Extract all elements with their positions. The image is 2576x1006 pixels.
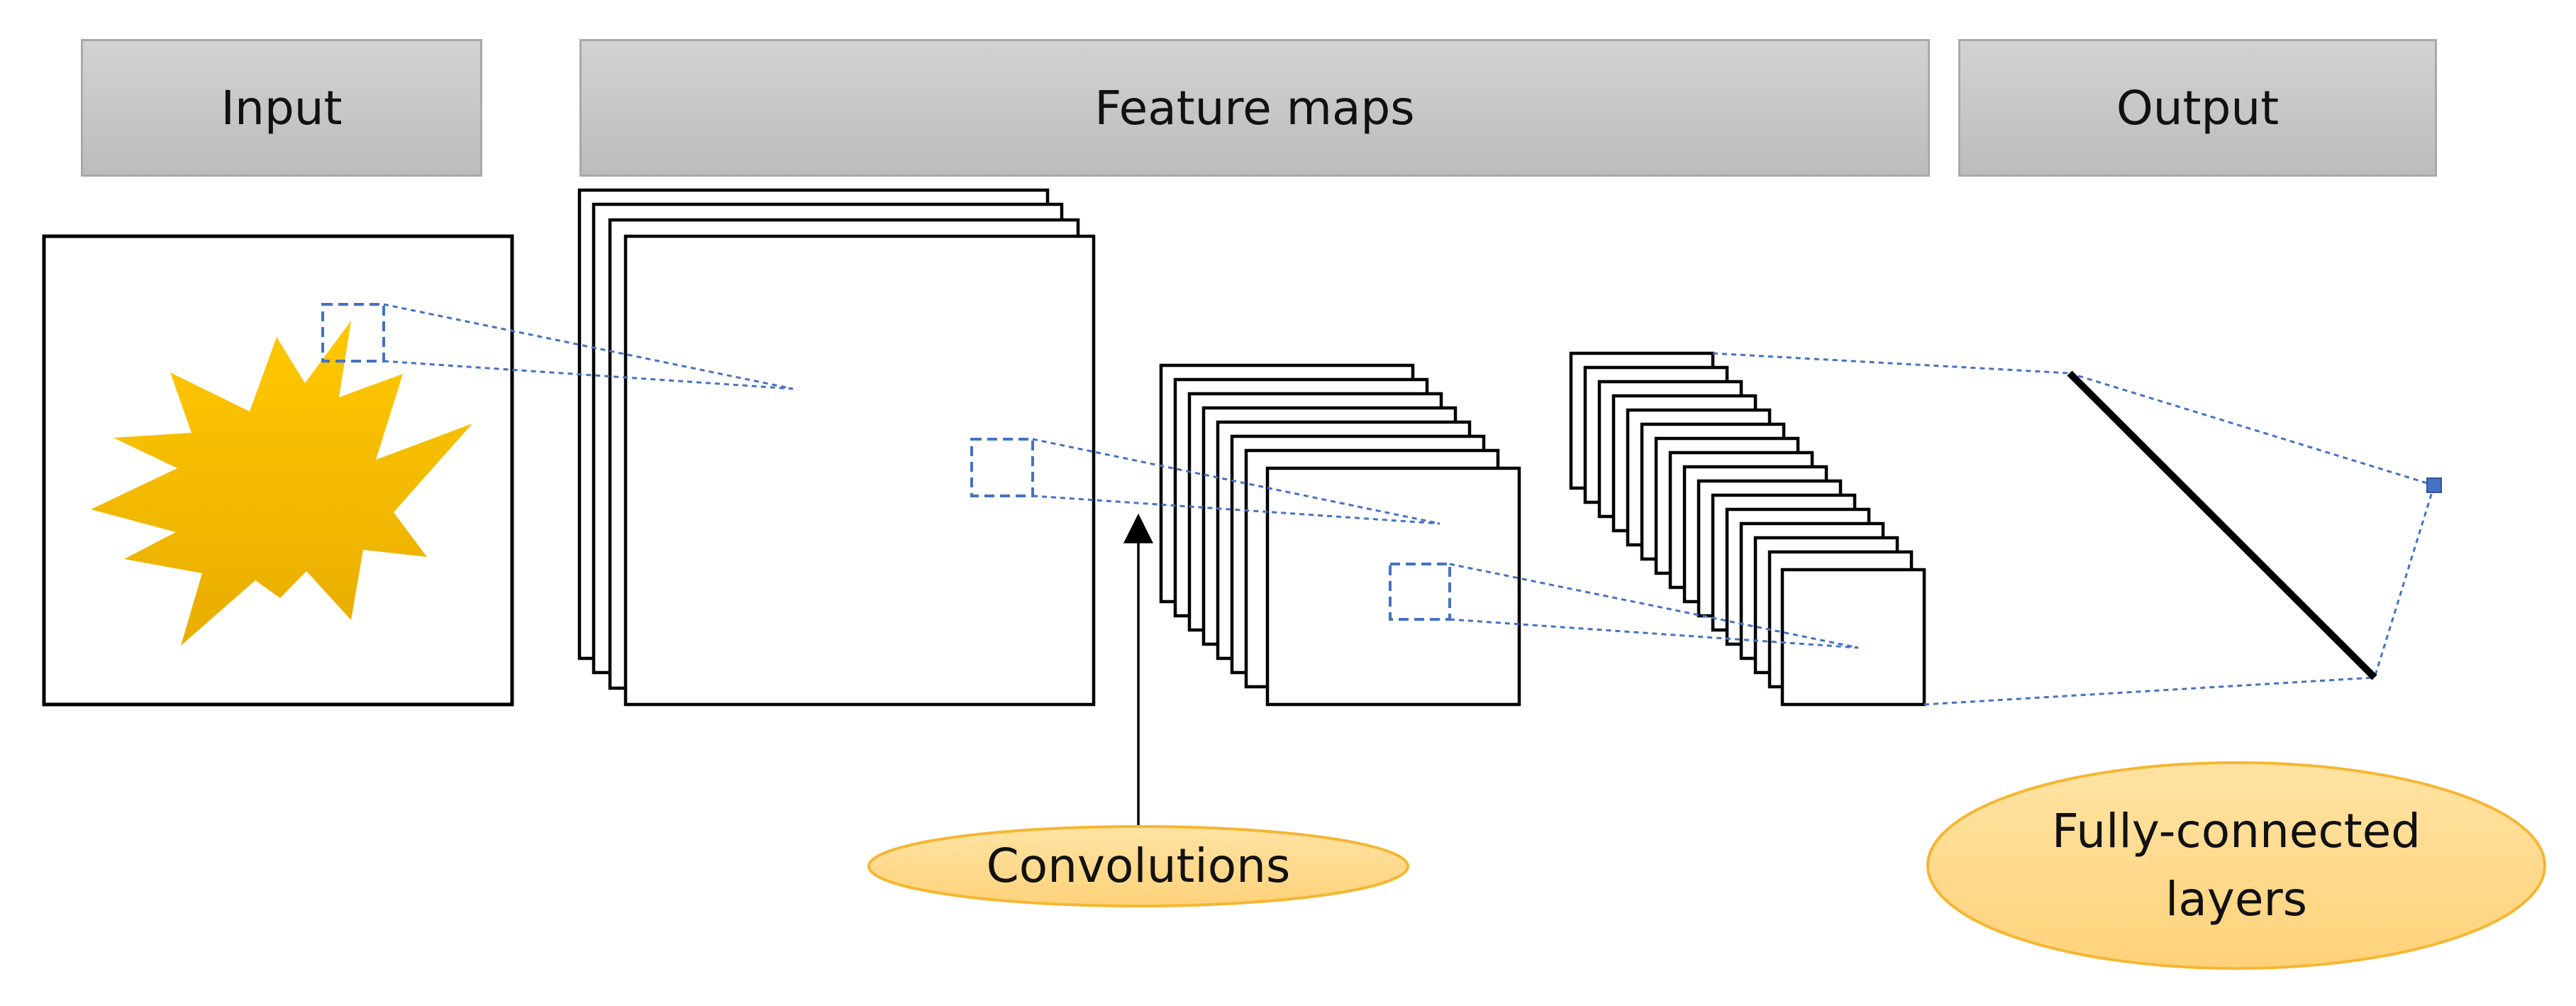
feature-map-stack-2	[1159, 363, 1521, 707]
feature-map-stack-1	[577, 188, 1096, 707]
convolutions-callout	[867, 825, 1409, 907]
projection-line	[1923, 676, 2375, 706]
input-receptive-field	[321, 303, 385, 363]
input-header: Input	[81, 39, 482, 177]
starburst-shape	[91, 321, 472, 646]
feature-maps-header-label: Feature maps	[1094, 80, 1415, 136]
feature-map-layer	[623, 234, 1096, 707]
fully-connected-callout	[1926, 761, 2546, 970]
projection-lines	[383, 303, 2436, 706]
fully-connected-text-line1: Fully-connected	[2051, 804, 2421, 859]
projection-line	[383, 360, 794, 390]
feature-map-layer	[1265, 466, 1521, 707]
projection-line	[1712, 352, 2070, 375]
fully-connected-label: Fully-connected layers	[1928, 763, 2545, 968]
convolutions-label: Convolutions	[869, 827, 1408, 906]
stack2-receptive-field	[1389, 563, 1451, 621]
output-header: Output	[1958, 39, 2437, 177]
projection-line	[2373, 485, 2436, 678]
input-header-label: Input	[221, 80, 343, 136]
stack1-receptive-field	[970, 438, 1034, 497]
feature-maps-header: Feature maps	[579, 39, 1930, 177]
projection-line	[1032, 494, 1440, 525]
fully-connected-text-line2: layers	[2165, 872, 2307, 927]
projection-line	[1449, 563, 1859, 649]
fully-connected-layer	[2067, 370, 2377, 680]
convolutions-text: Convolutions	[986, 839, 1291, 894]
projection-line	[1449, 618, 1859, 649]
feature-map-stack-3	[1569, 351, 1926, 707]
projection-line	[2069, 372, 2435, 487]
projection-line	[1032, 438, 1440, 525]
output-header-label: Output	[2116, 80, 2280, 136]
output-node	[2426, 477, 2442, 493]
